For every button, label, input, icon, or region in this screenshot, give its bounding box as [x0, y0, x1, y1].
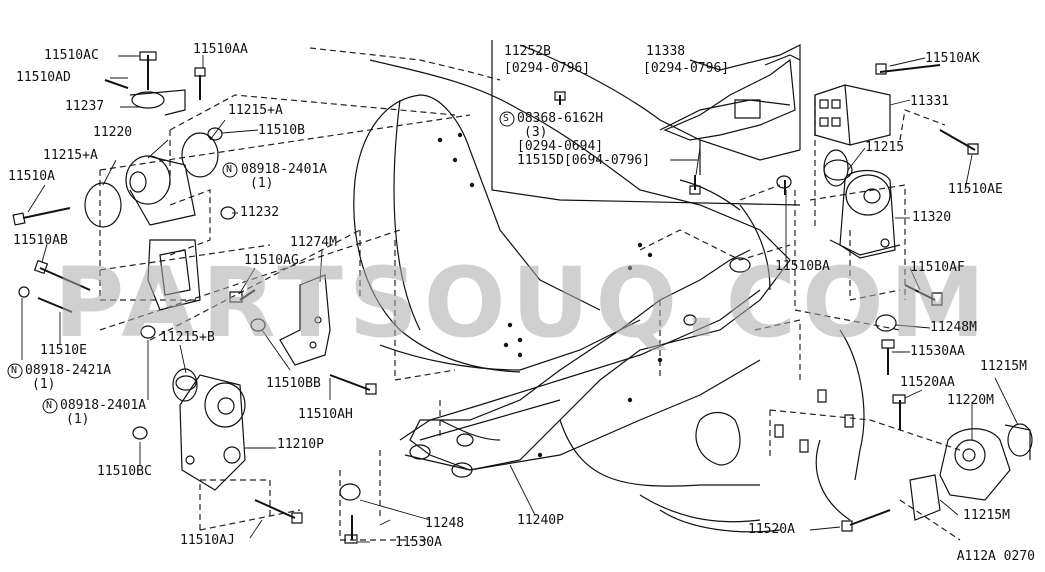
part-label-date-c: [0294-0694] [517, 139, 604, 154]
part-label-11232: 11232 [240, 205, 280, 220]
leader-lines [22, 55, 1018, 542]
part-label-11215M-top: 11215M [980, 359, 1027, 374]
part-label-date-a: [0294-0796] [504, 61, 591, 76]
circled-n-glyph: N [226, 164, 233, 175]
part-label-11215B: 11215+B [160, 330, 215, 345]
part-label-11215A-left: 11215+A [43, 148, 98, 163]
part-label-11248: 11248 [425, 516, 465, 531]
part-label-11510AK: 11510AK [925, 51, 980, 66]
part-label-11252B: 11252B [504, 44, 551, 59]
part-label-qty-3: (3) [524, 125, 548, 140]
part-label-11530A: 11530A [395, 535, 442, 550]
mount-insulator-11320 [824, 150, 900, 258]
watermark-text: PARTSOUQ.COM [53, 247, 992, 359]
part-label-11530AA: 11530AA [910, 344, 965, 359]
part-label-11510AD: 11510AD [16, 70, 71, 85]
crossmember-cutouts [410, 258, 750, 477]
part-label-11510AG: 11510AG [244, 253, 299, 268]
part-label-11338: 11338 [646, 44, 686, 59]
part-label-11510BC: 11510BC [97, 464, 152, 479]
mount-insulator-11210P [173, 369, 245, 490]
diagram-code: A112A 0270 [956, 549, 1035, 564]
part-label-11510AC: 11510AC [44, 48, 99, 63]
part-label-11215M-bot: 11215M [963, 508, 1010, 523]
part-label-08918-2401A-bot: 08918-2401A [60, 398, 147, 413]
part-label-08918-2421A: 08918-2421A [25, 363, 112, 378]
part-label-11510A: 11510A [8, 169, 55, 184]
circled-symbols [8, 112, 514, 413]
part-label-11510AH: 11510AH [298, 407, 353, 422]
crossmember-outline [354, 60, 790, 532]
part-label-11510BB: 11510BB [266, 376, 321, 391]
part-label-11515D: 11515D[0694-0796] [517, 153, 651, 168]
part-label-11510BA: 11510BA [775, 259, 830, 274]
part-label-11510B: 11510B [258, 123, 305, 138]
holes [438, 133, 661, 456]
part-label-08368-6162H: 08368-6162H [517, 111, 604, 126]
part-label-11510AF: 11510AF [910, 260, 965, 275]
part-label-11215A-top: 11215+A [228, 103, 283, 118]
part-label-qty-top: (1) [250, 176, 274, 191]
part-label-08918-2401A-top: 08918-2401A [241, 162, 328, 177]
part-label-11274M: 11274M [290, 235, 337, 250]
part-label-date-b: [0294-0796] [643, 61, 730, 76]
mount-insulator-11220M [910, 424, 1032, 520]
part-label-11331: 11331 [910, 94, 950, 109]
mount-insulator-11220 [85, 90, 218, 310]
part-label-11240P: 11240P [517, 513, 564, 528]
part-label-11510E: 11510E [40, 343, 87, 358]
circled-n-glyph: N [11, 365, 18, 376]
bracket-11274M [280, 275, 330, 365]
bracket-11338 [665, 55, 800, 175]
part-label-qty-bot: (1) [66, 412, 90, 427]
part-label-11510AB: 11510AB [13, 233, 68, 248]
part-label-11520A: 11520A [748, 522, 795, 537]
callout-box [492, 40, 800, 205]
part-label-11237: 11237 [65, 99, 105, 114]
mount-bracket-11331 [815, 85, 890, 145]
part-label-qty-mid: (1) [32, 377, 56, 392]
circled-n-glyph: N [46, 400, 53, 411]
circled-s-glyph: S [503, 113, 510, 124]
part-label-11320: 11320 [912, 210, 952, 225]
studs [775, 390, 853, 452]
part-label-11220M: 11220M [947, 393, 994, 408]
engine-block [520, 45, 864, 520]
part-label-11520AA: 11520AA [900, 375, 955, 390]
part-label-11510AA: 11510AA [193, 42, 248, 57]
part-label-11210P: 11210P [277, 437, 324, 452]
part-label-11220: 11220 [93, 125, 133, 140]
part-label-11215: 11215 [865, 140, 905, 155]
part-label-11248M: 11248M [930, 320, 977, 335]
part-label-11510AJ: 11510AJ [180, 533, 235, 548]
part-label-11510AE: 11510AE [948, 182, 1003, 197]
